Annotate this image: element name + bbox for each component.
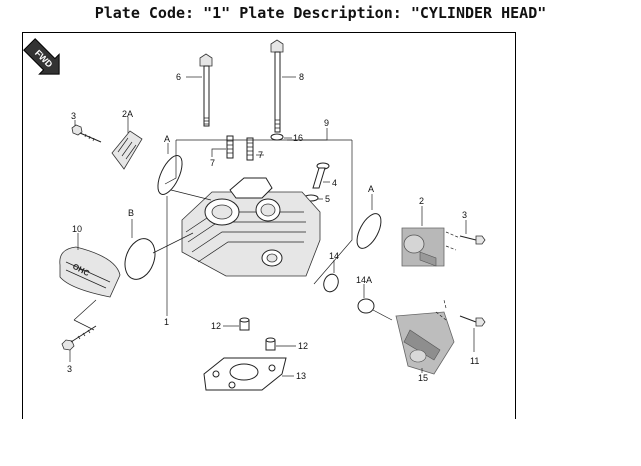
callout-13: 13 — [296, 371, 306, 381]
callout-12-bottom: 12 — [298, 341, 308, 351]
callout-8: 8 — [299, 72, 304, 82]
callout-9: 9 — [324, 118, 329, 128]
plate-header: Plate Code: "1" Plate Description: "CYLI… — [0, 4, 641, 22]
oring-14a[interactable] — [357, 298, 375, 314]
callout-2a: 2A — [122, 109, 133, 119]
callout-16: 16 — [293, 133, 303, 143]
fwd-arrow-icon: FWD — [23, 38, 60, 75]
callout-3-left: 3 — [67, 364, 72, 374]
callout-3-top: 3 — [71, 111, 76, 121]
bolt-6[interactable] — [199, 53, 213, 127]
washer-16[interactable] — [270, 133, 284, 141]
callout-11: 11 — [470, 356, 479, 366]
bolt-11[interactable] — [459, 315, 486, 327]
dowel-12-bottom[interactable] — [265, 337, 276, 351]
callout-7-right: 7 — [258, 150, 263, 160]
callout-5: 5 — [325, 194, 330, 204]
oring-14[interactable] — [321, 272, 340, 294]
callout-14a: 14A — [356, 275, 372, 285]
plate-code-label: Plate Code: — [94, 4, 195, 22]
plate-code-value: "1" — [203, 4, 231, 22]
label-b: B — [128, 208, 134, 218]
oring-a-right[interactable] — [352, 210, 386, 252]
callout-10: 10 — [72, 224, 82, 234]
callout-7-left: 7 — [210, 158, 215, 168]
cylinder-head[interactable] — [181, 177, 321, 277]
bolt-3-right[interactable] — [459, 235, 486, 245]
callout-14: 14 — [329, 251, 339, 261]
diagram-frame — [22, 32, 516, 419]
cover-2a[interactable] — [111, 130, 143, 170]
water-elbow-2[interactable] — [401, 227, 445, 267]
callout-2: 2 — [419, 196, 424, 206]
bolt-3-left[interactable] — [61, 325, 97, 351]
stud-7-left[interactable] — [226, 135, 234, 159]
stud-7-right[interactable] — [246, 137, 254, 161]
callout-4: 4 — [332, 178, 337, 188]
callout-3-right: 3 — [462, 210, 467, 220]
callout-1: 1 — [164, 317, 169, 327]
oring-b[interactable] — [120, 234, 161, 283]
bolt-8[interactable] — [270, 39, 284, 133]
oring-a-left[interactable] — [153, 152, 187, 198]
plate-description-label: Plate Description: — [239, 4, 402, 22]
callout-12-top: 12 — [211, 321, 221, 331]
callout-6: 6 — [176, 72, 181, 82]
label-a-left: A — [164, 134, 170, 144]
plug-4[interactable] — [312, 162, 330, 189]
bolt-3-top[interactable] — [71, 124, 102, 143]
dowel-12-top[interactable] — [239, 317, 250, 331]
plate-description-value: "CYLINDER HEAD" — [410, 4, 547, 22]
gasket-13[interactable] — [203, 357, 287, 391]
cover-10-ohc[interactable]: OHC — [59, 246, 121, 298]
intake-pipe-15[interactable] — [395, 311, 455, 375]
label-a-right: A — [368, 184, 374, 194]
callout-15: 15 — [418, 373, 428, 383]
